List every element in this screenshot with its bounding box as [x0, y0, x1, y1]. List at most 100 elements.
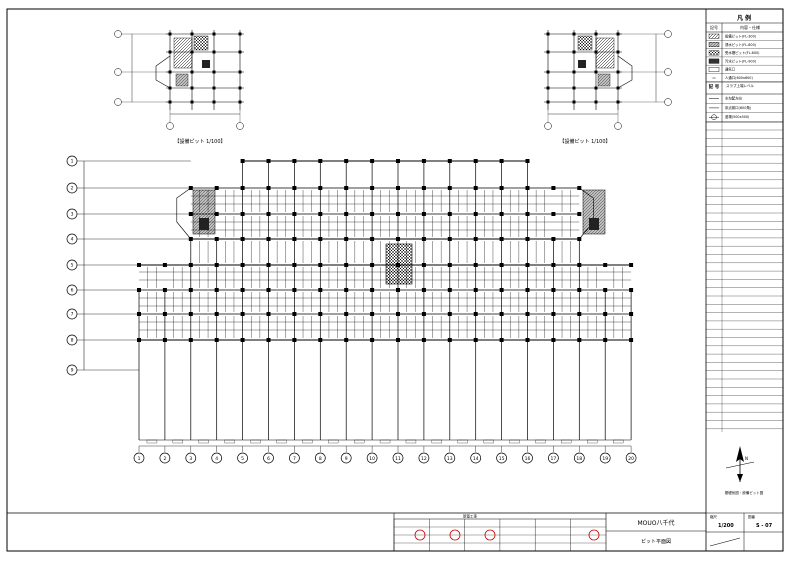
column-post	[318, 288, 323, 292]
column-post	[292, 186, 297, 190]
row-bubble-label: 3	[71, 212, 74, 218]
column-bubble-label: 8	[319, 456, 322, 462]
dimension-text-mark	[198, 439, 209, 444]
column-bubble-label: 5	[241, 456, 244, 462]
column-post	[551, 338, 556, 342]
column-bubble-label: 6	[267, 456, 270, 462]
column-post	[344, 212, 349, 216]
column-post	[396, 338, 400, 342]
column-post	[447, 263, 452, 267]
legend-header-symbol: 記号	[710, 24, 718, 30]
row-bubble	[66, 334, 78, 346]
detail-post	[572, 86, 576, 90]
column-post	[447, 338, 452, 342]
north-arrow: N	[725, 446, 755, 482]
detail-post	[572, 100, 576, 104]
row-bubble-label: 5	[71, 263, 74, 269]
column-bubble-label: 17	[551, 456, 557, 462]
column-post	[344, 288, 349, 292]
column-post	[188, 288, 193, 292]
column-post	[240, 288, 245, 292]
column-post	[551, 212, 556, 216]
column-post	[499, 159, 504, 163]
detail-pit-dark	[175, 73, 189, 87]
dimension-text-mark	[353, 439, 365, 444]
row-bubble	[66, 308, 78, 320]
column-bubble	[522, 452, 533, 464]
detail-bubble	[614, 122, 622, 130]
pit-left-wing	[192, 189, 216, 235]
column-bubble-label: 2	[163, 456, 166, 462]
detail-post	[190, 70, 194, 74]
column-post	[292, 237, 297, 241]
detail-bubble	[544, 122, 552, 130]
sheet-border	[6, 8, 784, 552]
detail-bubble	[664, 30, 672, 38]
legend-panel: 凡 例 記号 内容・仕様 設備ピット(FL-300)湧水ピット(FL-800)受…	[706, 14, 783, 432]
column-bubble-label: 19	[602, 456, 608, 462]
column-post	[629, 288, 634, 292]
column-post	[525, 263, 530, 267]
detail-bubble	[114, 98, 122, 106]
column-post	[421, 159, 426, 163]
column-post	[214, 263, 219, 267]
title-block: 新築工事 MOUO八千代 ピット平面図 縮尺 1/200 図番 S - 07	[7, 512, 783, 551]
column-bubble	[185, 452, 197, 464]
legend-item-label: 受水槽ピット(FL-600)	[725, 50, 760, 55]
column-bubble	[289, 452, 300, 464]
column-post	[318, 338, 323, 342]
column-bubble	[211, 452, 223, 464]
column-bubble-label: 12	[421, 456, 427, 462]
column-post	[499, 263, 504, 267]
approval-stamp	[414, 529, 426, 541]
column-post	[266, 263, 271, 267]
row-bubble	[66, 233, 78, 245]
column-post	[499, 237, 504, 241]
column-post	[240, 186, 245, 190]
column-post	[188, 338, 193, 342]
north-label: N	[745, 456, 748, 461]
detail-post	[594, 32, 598, 36]
detail-post	[212, 86, 216, 90]
column-post	[473, 212, 478, 216]
column-post	[137, 338, 141, 342]
column-post	[344, 263, 349, 267]
column-post	[266, 186, 271, 190]
column-bubble-label: 20	[628, 456, 634, 462]
column-post	[525, 338, 530, 342]
column-post	[499, 312, 504, 316]
detail-bubble	[166, 122, 174, 130]
detail-post	[594, 100, 598, 104]
column-bubble-label: 16	[525, 456, 531, 462]
column-post	[629, 263, 634, 267]
detail-pit-crosshatch	[577, 35, 593, 51]
column-bubble	[470, 452, 482, 464]
detail-pit-hatch	[595, 37, 615, 69]
column-post	[525, 288, 530, 292]
column-post	[240, 212, 245, 216]
column-post	[421, 288, 426, 292]
detail-bubble	[664, 98, 672, 106]
column-bubble	[418, 452, 430, 464]
detail-bubble	[114, 68, 122, 76]
column-post	[214, 237, 219, 241]
dimension-text-mark	[302, 439, 313, 444]
column-post	[370, 237, 375, 241]
detail-post	[546, 50, 550, 54]
detail-post	[238, 50, 242, 54]
dimension-text-mark	[328, 439, 339, 444]
detail-post	[190, 100, 194, 104]
row-bubble-label: 2	[71, 186, 74, 192]
column-post	[240, 263, 245, 267]
column-post	[266, 159, 271, 163]
column-post	[551, 312, 556, 316]
dimension-text-mark	[509, 439, 520, 444]
column-bubble	[444, 452, 456, 464]
column-post	[447, 159, 452, 163]
column-post	[577, 312, 582, 316]
sheet-label: 図番	[748, 514, 756, 519]
approval-stamp-grid	[393, 519, 606, 551]
column-post	[577, 212, 582, 216]
column-post	[525, 212, 530, 216]
column-post	[188, 186, 193, 190]
